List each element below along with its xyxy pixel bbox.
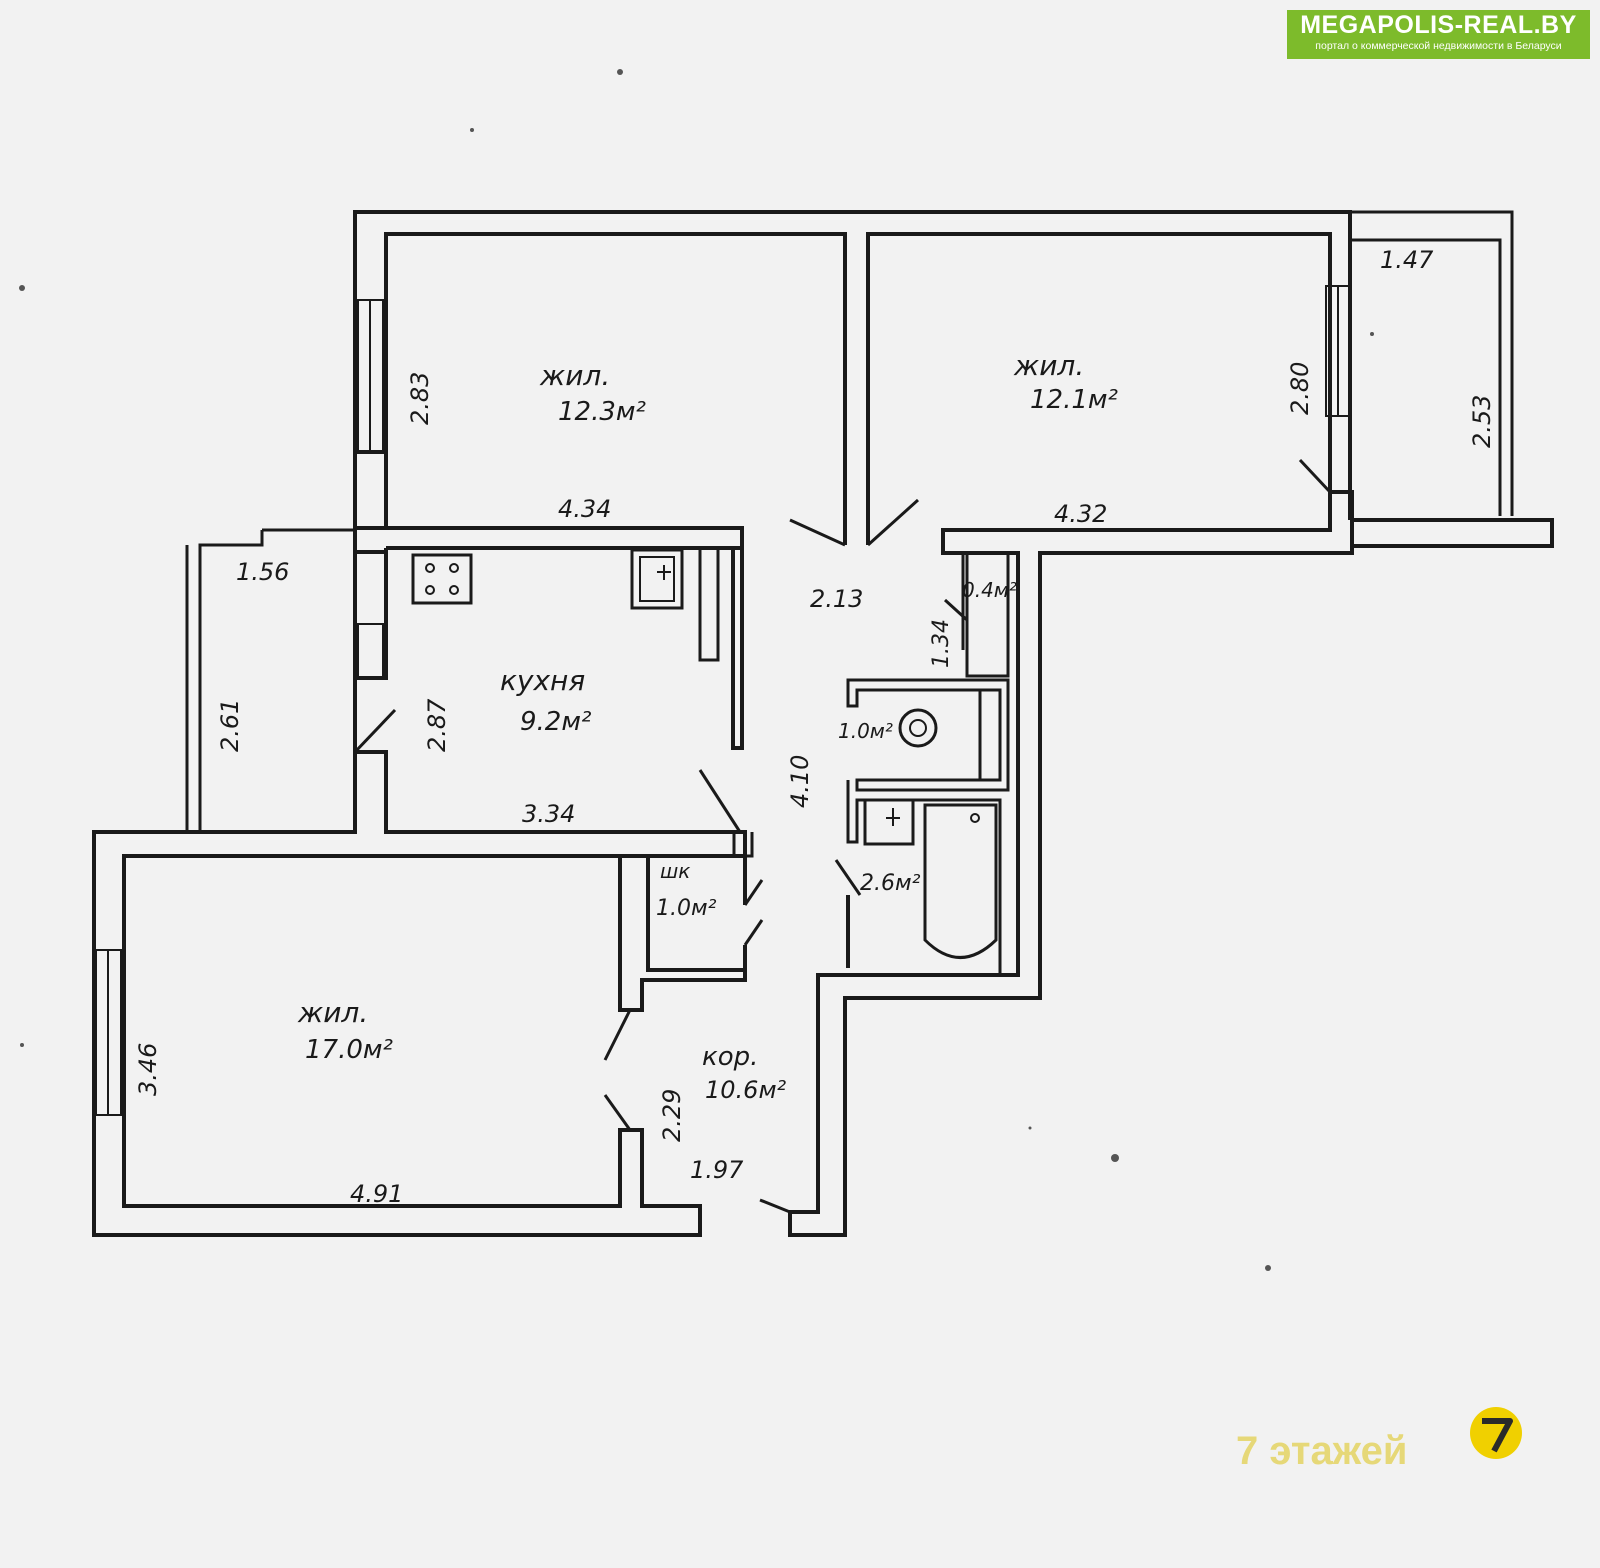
dim-corridor-length: 4.10: [786, 755, 814, 808]
dim-entrance-width: 1.97: [690, 1156, 744, 1184]
dim-corridor-height: 2.29: [658, 1089, 686, 1142]
storage-area: 0.4м²: [962, 578, 1017, 602]
kitchen-name: кухня: [500, 664, 585, 697]
dim-living2-height: 2.80: [1286, 362, 1314, 415]
closet-area: 1.0м²: [656, 896, 717, 921]
bathtub-icon: [923, 803, 998, 959]
living1-name: жил.: [539, 359, 610, 392]
sink-icon: [630, 548, 684, 610]
toilet-icon: [898, 708, 938, 748]
dim-living1-height: 2.83: [406, 372, 434, 425]
dim-hall-width: 2.13: [810, 585, 863, 613]
corridor-area: 10.6м²: [705, 1076, 787, 1104]
wc-area: 1.0м²: [838, 719, 893, 743]
dim-balcony-top-width: 1.47: [1380, 246, 1434, 274]
site-badge[interactable]: MEGAPOLIS-REAL.BY портал о коммерческой …: [1287, 10, 1590, 59]
watermark-text: 7 этажей: [1236, 1429, 1408, 1473]
living2-name: жил.: [1013, 349, 1084, 382]
badge-subtitle: портал о коммерческой недвижимости в Бел…: [1315, 40, 1562, 52]
dim-living3-width: 4.91: [350, 1180, 403, 1208]
dim-kitchen-width: 3.34: [522, 800, 575, 828]
living1-area: 12.3м²: [558, 397, 646, 427]
dim-balcony-top-height: 2.53: [1468, 395, 1496, 448]
corridor-name: кор.: [702, 1042, 758, 1072]
fixtures: [411, 548, 998, 959]
dimension-labels: 2.83 4.34 2.80 4.32 1.47 2.53 1.56 2.61 …: [134, 246, 1496, 1208]
paper-speckles: [19, 69, 1374, 1271]
stove-icon: [411, 553, 473, 605]
kitchen-area: 9.2м²: [520, 707, 591, 737]
dim-living3-height: 3.46: [134, 1043, 162, 1096]
dim-balcony-left-height: 2.61: [216, 699, 244, 752]
dim-balcony-left-width: 1.56: [236, 558, 289, 586]
living3-name: жил.: [297, 996, 368, 1029]
seven-circle-icon: [1470, 1407, 1522, 1459]
room-labels: жил. 12.3м² жил. 12.1м² кухня 9.2м² жил.…: [297, 349, 1118, 1104]
dim-living1-width: 4.34: [558, 495, 611, 523]
badge-title: MEGAPOLIS-REAL.BY: [1300, 11, 1577, 39]
walls: [92, 210, 1554, 1237]
dim-storage-height: 1.34: [929, 619, 954, 668]
closet-name: шк: [660, 859, 690, 883]
living3-area: 17.0м²: [305, 1035, 393, 1065]
doors: [353, 458, 1332, 1214]
dim-living2-width: 4.32: [1054, 500, 1107, 528]
washbasin-icon: [863, 798, 915, 846]
living2-area: 12.1м²: [1030, 385, 1118, 415]
dim-kitchen-height: 2.87: [423, 698, 451, 752]
bath-area: 2.6м²: [860, 871, 921, 896]
